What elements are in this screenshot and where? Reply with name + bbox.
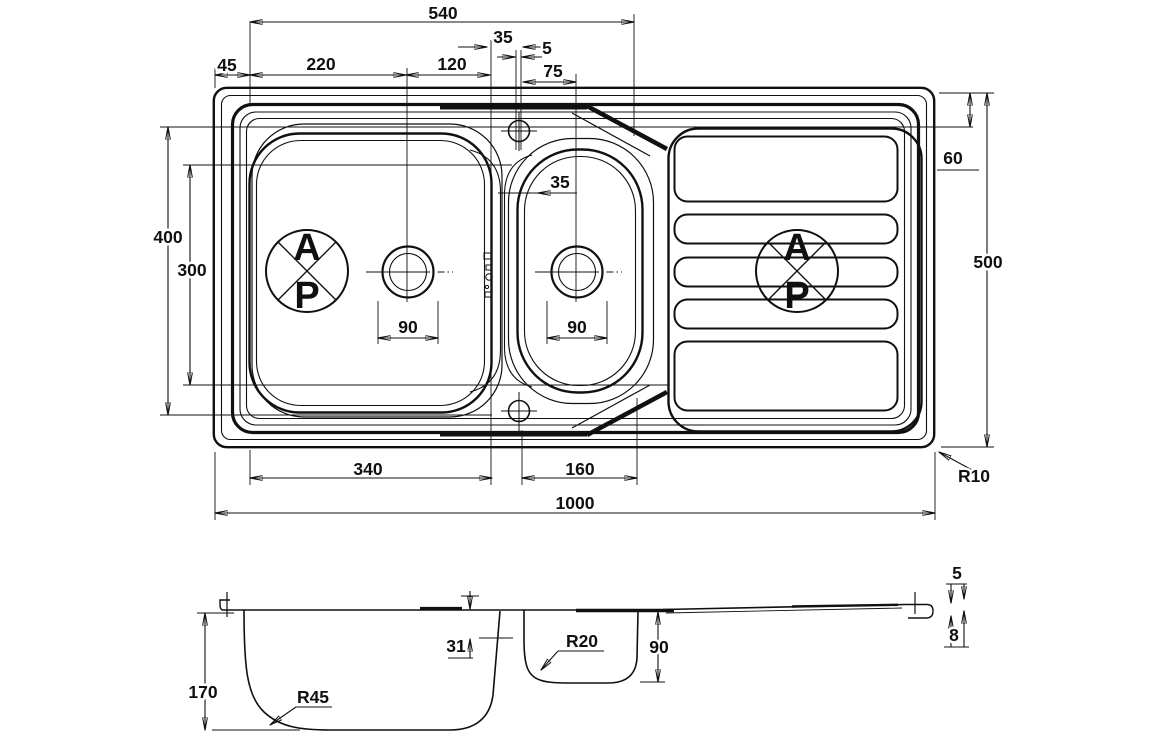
ap-letter-p: P (784, 275, 809, 317)
dim-r45: R45 (297, 687, 329, 707)
dim-waste-right-90: 90 (567, 317, 587, 337)
section-main-bowl (243, 609, 501, 731)
ap-letter-a: A (293, 227, 320, 269)
tap-hole-bottom (501, 392, 537, 431)
tap-hole-top (501, 112, 537, 151)
main-bowl-waste: 90 (366, 245, 453, 344)
half-bowl (507, 137, 655, 405)
ap-letter-p: P (294, 275, 319, 317)
ap-symbol-right: A P (755, 227, 839, 317)
main-bowl-flange (251, 123, 503, 418)
dim-35-bowl: 35 (550, 172, 570, 192)
half-bowl-inner-line (523, 155, 637, 387)
dim-400: 400 (153, 227, 182, 247)
drainer-outline (667, 127, 923, 433)
dim-340: 340 (353, 459, 382, 479)
half-bowl-flange (507, 137, 655, 405)
drainer (667, 127, 923, 433)
dim-500: 500 (973, 252, 1002, 272)
dim-5: 5 (542, 38, 552, 58)
overflow-channel-details (440, 104, 669, 437)
dim-8-section: 8 (949, 625, 959, 645)
embossed-marks (483, 252, 493, 298)
drainer-slot (673, 213, 899, 245)
ap-symbol-left: A P (265, 227, 349, 317)
drainer-slot (673, 340, 899, 412)
dim-300: 300 (177, 260, 206, 280)
dim-120: 120 (437, 54, 466, 74)
half-bowl-outline (516, 148, 644, 394)
drainer-slot (673, 135, 899, 203)
dim-r20: R20 (566, 631, 598, 651)
dim-waste-left-90: 90 (398, 317, 418, 337)
section-dimensions: 170 R45 31 R20 90 5 8 (186, 561, 969, 730)
sink-outer-edge (212, 86, 936, 449)
dim-1000: 1000 (556, 493, 595, 513)
sink-rim-inner-line (220, 94, 928, 441)
dim-220: 220 (306, 54, 335, 74)
dim-540: 540 (428, 3, 457, 23)
dim-31: 31 (446, 636, 466, 656)
dim-90-section: 90 (649, 637, 669, 657)
drainer-slot (673, 298, 899, 330)
section-half-bowl (523, 610, 639, 684)
deck-press-line-heavy (230, 102, 921, 435)
drainer-slot (673, 256, 899, 288)
plan-view: 90 90 A P A (212, 86, 936, 449)
section-left-lip (219, 599, 232, 611)
plan-dimensions: 540 35 5 45 220 120 75 35 400 300 60 500 (151, 1, 1005, 520)
dim-5-section: 5 (952, 563, 962, 583)
deck-press-line-3 (245, 117, 906, 420)
main-bowl-inner-line (255, 139, 486, 407)
dim-35-top: 35 (493, 27, 513, 47)
section-view (212, 592, 934, 731)
dim-60: 60 (943, 148, 963, 168)
dim-160: 160 (565, 459, 594, 479)
main-bowl-outline (248, 132, 493, 414)
dim-r10: R10 (958, 466, 990, 486)
dim-170: 170 (188, 682, 217, 702)
ap-letter-a: A (783, 227, 810, 269)
half-bowl-waste: 90 (535, 245, 622, 344)
deck-press-line-2 (239, 111, 912, 426)
dim-75: 75 (543, 61, 563, 81)
dim-45: 45 (217, 55, 237, 75)
section-right-lip (906, 603, 934, 619)
main-bowl (248, 123, 503, 418)
